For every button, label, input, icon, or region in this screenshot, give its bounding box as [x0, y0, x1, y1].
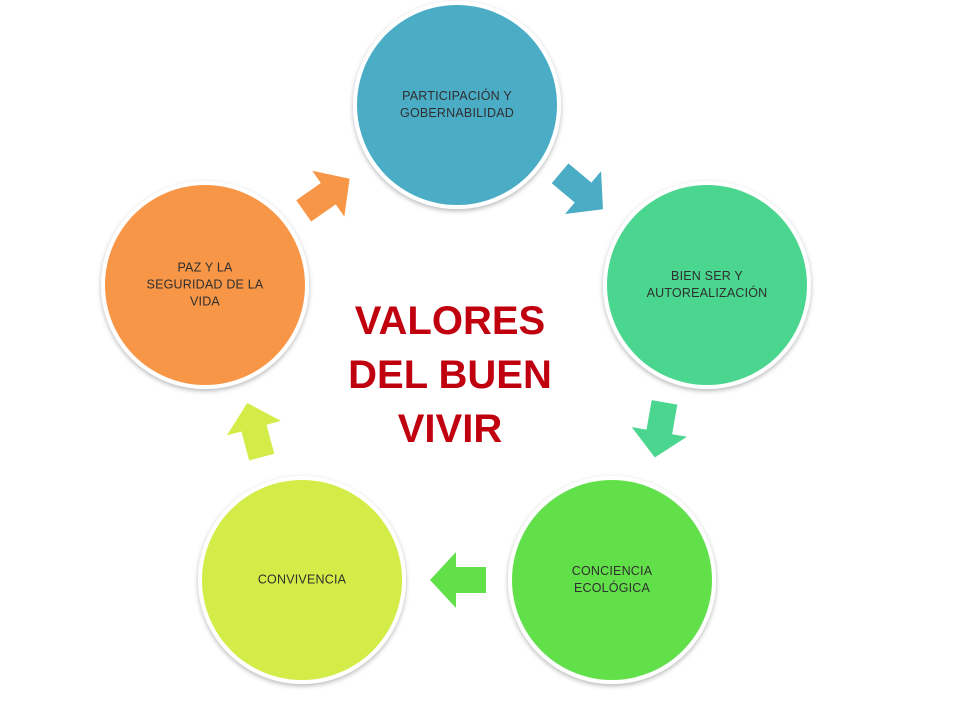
cycle-arrow-icon — [551, 163, 603, 215]
node-label-line: PAZ Y LA — [177, 260, 233, 275]
cycle-arrow-icon — [430, 552, 486, 608]
cycle-arrow-icon — [226, 403, 282, 461]
node-label-conciencia: CONCIENCIA ECOLÓGICA — [537, 563, 687, 597]
cycle-circles — [101, 1, 811, 684]
node-label-participacion: PARTICIPACIÓN Y GOBERNABILIDAD — [382, 88, 532, 122]
node-label-line: CONVIVENCIA — [257, 572, 347, 587]
node-label-line: VIDA — [190, 294, 220, 309]
cycle-node-paz — [105, 185, 305, 385]
node-label-line: BIEN SER Y — [671, 269, 743, 283]
cycle-arrow-icon — [631, 400, 687, 458]
cycle-arrows — [226, 163, 687, 608]
node-label-paz: PAZ Y LA SEGURIDAD DE LA VIDA — [130, 260, 280, 311]
cycle-node-conciencia — [512, 480, 712, 680]
center-title-line: DEL BUEN — [348, 353, 552, 397]
node-label-line: CONCIENCIA — [571, 564, 653, 578]
node-label-line: GOBERNABILIDAD — [400, 106, 514, 120]
cycle-node-participacion — [357, 5, 557, 205]
node-label-line: AUTOREALIZACIÓN — [646, 286, 768, 300]
center-title: VALORES DEL BUEN VIVIR — [330, 294, 570, 456]
cycle-node-bien-ser — [607, 185, 807, 385]
node-label-line: SEGURIDAD DE LA — [146, 277, 264, 292]
cycle-node-convivencia — [202, 480, 402, 680]
node-label-convivencia: CONVIVENCIA — [212, 572, 392, 589]
node-label-line: ECOLÓGICA — [573, 581, 651, 595]
cycle-arrow-icon — [296, 170, 350, 222]
node-label-line: PARTICIPACIÓN Y — [402, 89, 512, 103]
node-label-bien-ser: BIEN SER Y AUTOREALIZACIÓN — [627, 268, 787, 302]
center-title-line: VALORES — [354, 299, 546, 343]
center-title-line: VIVIR — [397, 407, 503, 451]
